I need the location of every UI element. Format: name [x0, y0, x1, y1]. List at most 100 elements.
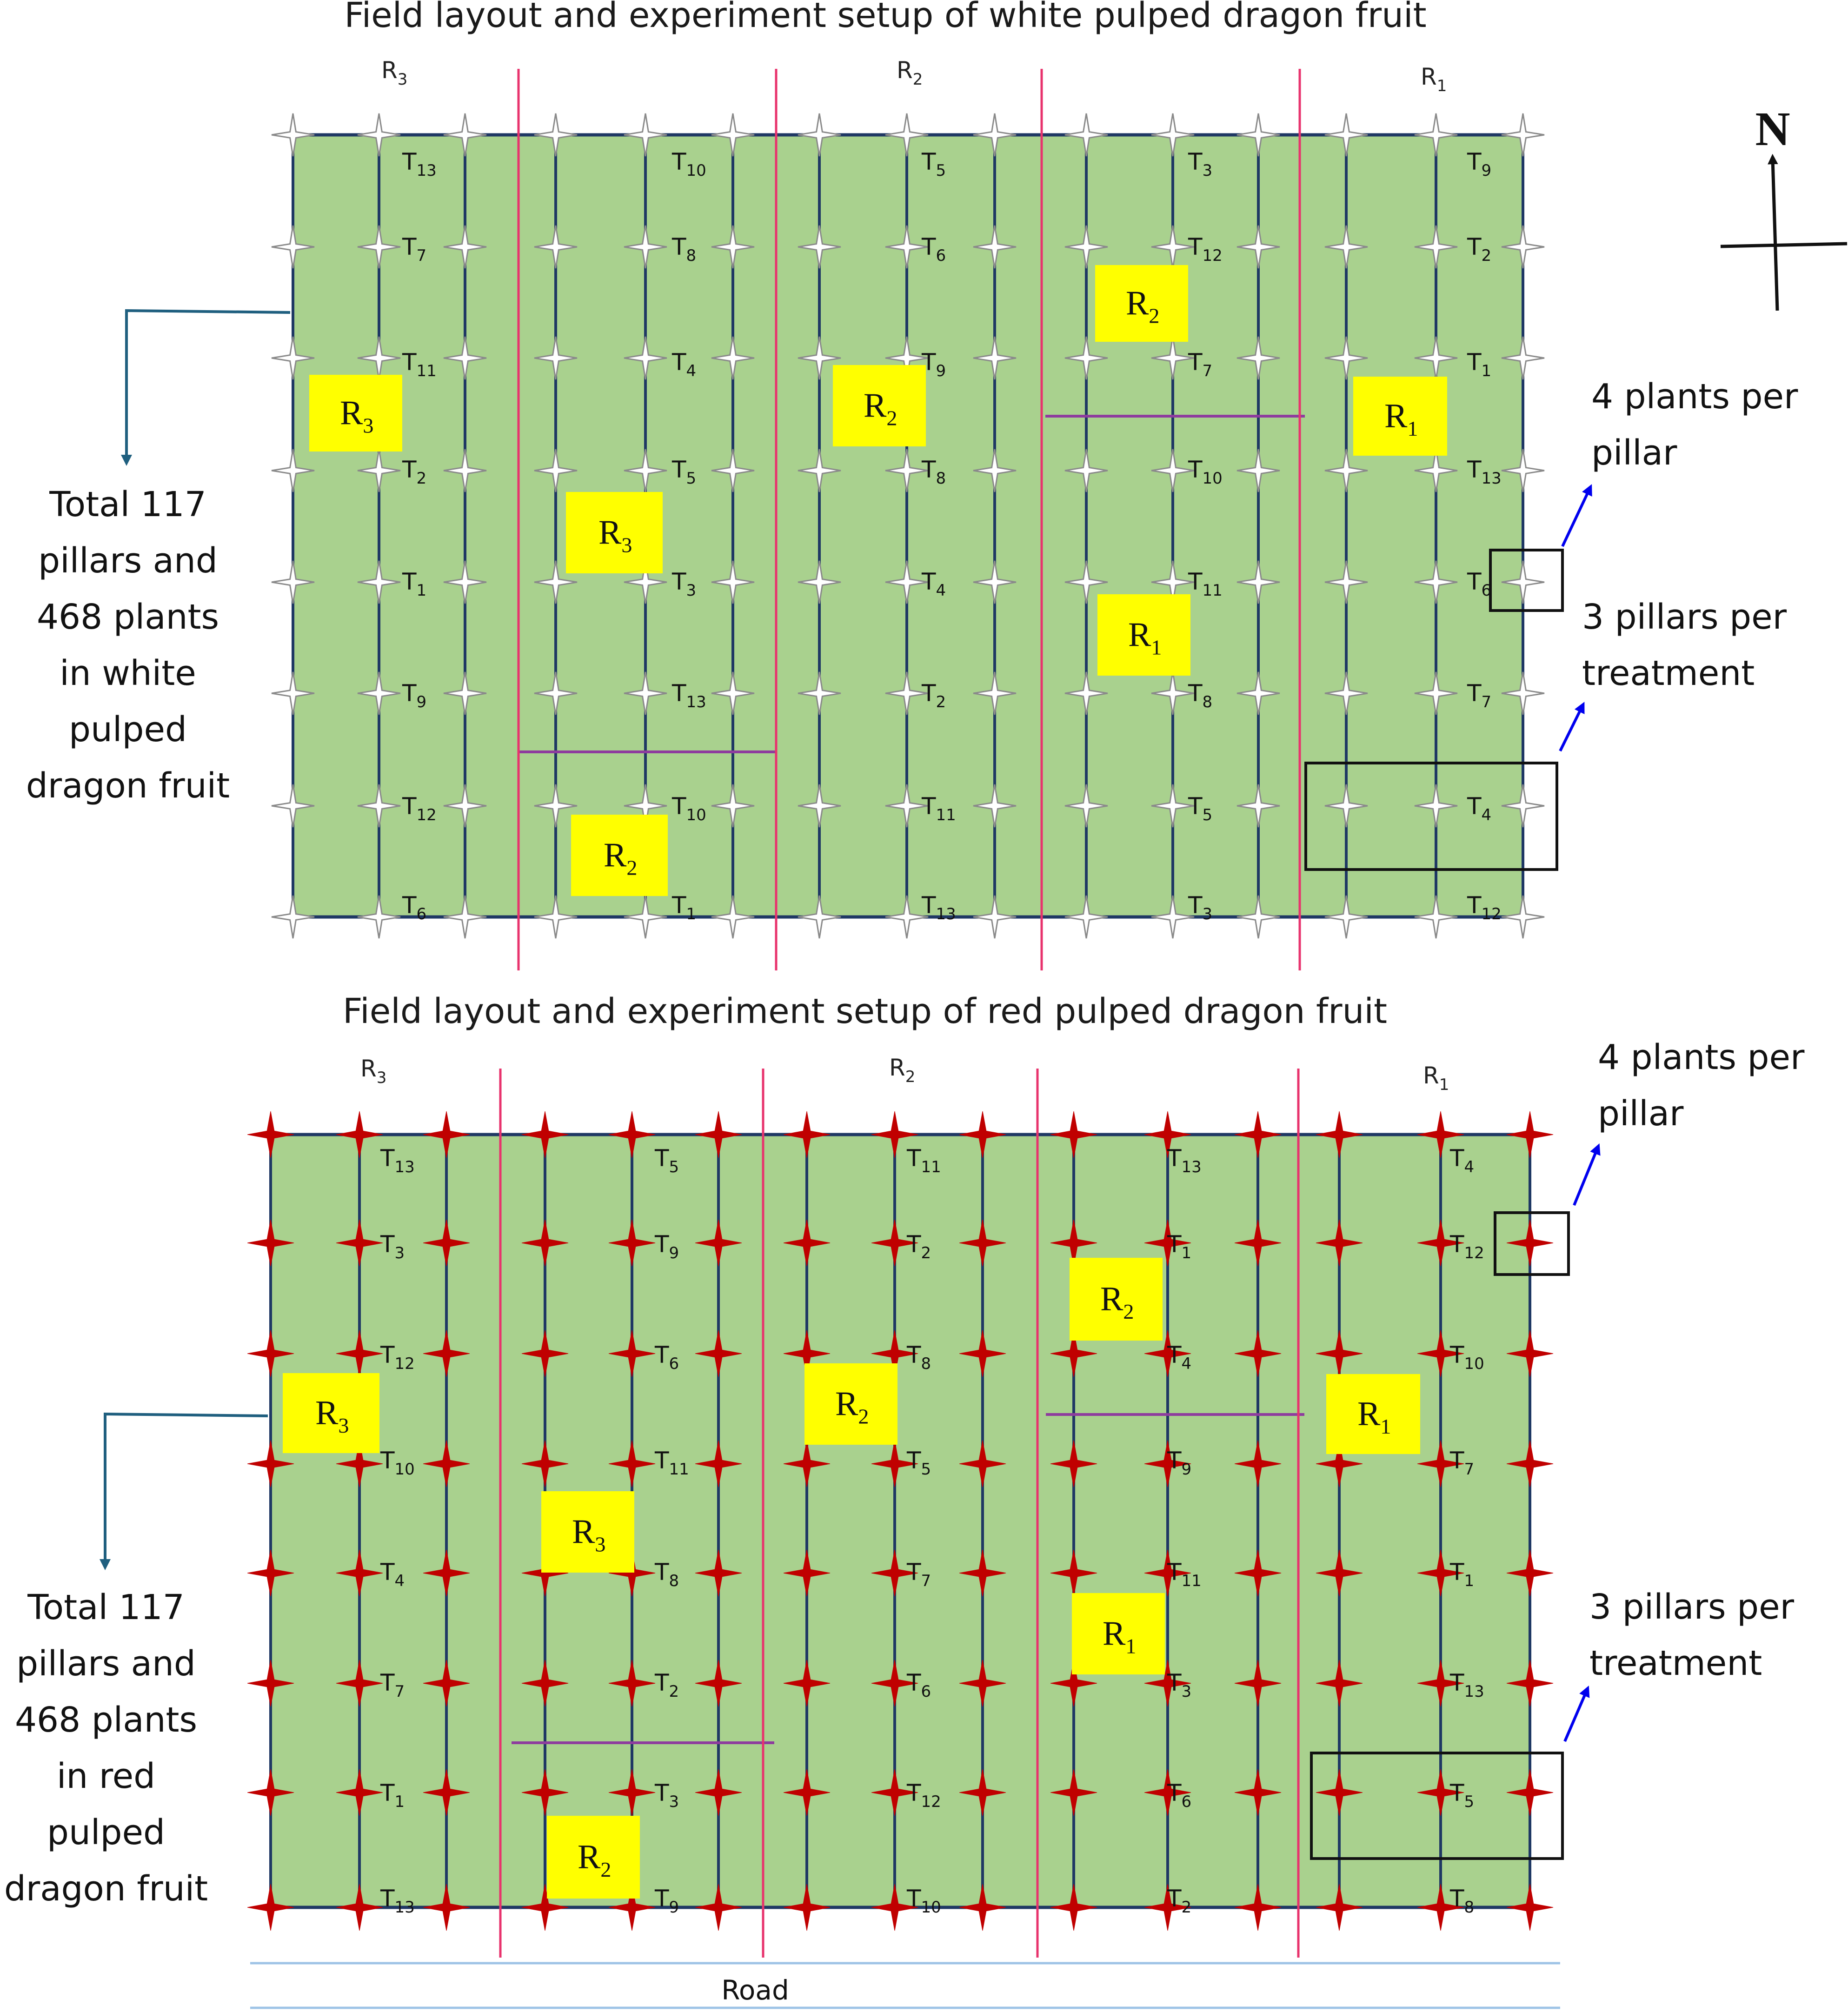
plants-note-line: pillar	[1598, 1094, 1684, 1134]
treatment-label-sub: 10	[395, 1460, 415, 1479]
four-point-star-outline-icon	[1064, 895, 1108, 939]
four-point-star-outline-icon	[1236, 784, 1280, 828]
four-point-star-outline-icon	[1501, 560, 1545, 604]
four-point-star-filled-icon	[1417, 1884, 1464, 1931]
four-point-star-outline-icon	[357, 671, 401, 715]
replication-badge-label-base: R	[1100, 1280, 1123, 1318]
treatment-label-sub: 12	[1464, 1244, 1484, 1262]
four-point-star-outline-icon	[1236, 225, 1280, 269]
treatment-label: T8	[671, 233, 696, 265]
treatment-label-base: T	[1467, 793, 1482, 820]
four-point-star-filled-icon	[336, 1549, 383, 1597]
replication-badge-label-sub: 2	[600, 1858, 611, 1881]
treatment-label-base: T	[1467, 148, 1482, 175]
treatment-label-sub: 3	[1203, 161, 1213, 180]
treatment-label-sub: 8	[921, 1355, 931, 1373]
four-point-star-outline-icon	[1501, 895, 1545, 939]
four-point-star-outline-icon	[1501, 784, 1545, 828]
four-point-star-filled-icon	[1234, 1660, 1282, 1707]
treatment-label-sub: 13	[686, 693, 706, 711]
replication-badge-label-base: R	[1384, 397, 1408, 435]
replication-badge-label-base: R	[340, 394, 363, 432]
replication-badge-box	[804, 1363, 897, 1445]
treatment-label-sub: 9	[417, 693, 427, 711]
four-point-star-filled-icon	[695, 1549, 742, 1597]
treatment-label-sub: 13	[1482, 469, 1502, 488]
four-point-star-filled-icon	[1234, 1769, 1282, 1816]
four-point-star-filled-icon	[1506, 1219, 1554, 1267]
four-point-star-filled-icon	[783, 1111, 831, 1158]
treatment-label: T13	[671, 680, 706, 711]
four-point-star-outline-icon	[1151, 113, 1195, 157]
treatment-label: T13	[1467, 456, 1502, 488]
road: Road	[250, 1962, 1560, 2009]
treatment-label: T5	[921, 148, 946, 180]
four-point-star-outline-icon	[1064, 671, 1108, 715]
treatment-label-sub: 7	[1203, 362, 1213, 380]
four-point-star-outline-icon	[443, 113, 487, 157]
replication-header-base: R	[1421, 63, 1437, 90]
treatment-label: T1	[1449, 1559, 1474, 1590]
four-point-star-filled-icon	[1316, 1549, 1363, 1597]
four-point-star-filled-icon	[423, 1219, 470, 1267]
treatment-label-base: T	[921, 568, 936, 595]
treatment-label-base: T	[402, 148, 417, 175]
pointer-arrow	[1559, 702, 1585, 752]
treatment-label-sub: 7	[395, 1682, 405, 1701]
treatment-label-sub: 5	[669, 1158, 679, 1176]
four-point-star-filled-icon	[783, 1549, 831, 1597]
four-point-star-outline-icon	[271, 225, 315, 269]
pointer-arrow	[1573, 1143, 1601, 1206]
treatment-label-base: T	[380, 1780, 395, 1806]
compass-north-label: N	[1755, 102, 1790, 156]
treatment-label-base: T	[1449, 1780, 1464, 1806]
replication-badge: R1	[1097, 594, 1190, 676]
total-note-line: pillars and	[38, 541, 218, 581]
treatment-label: T2	[654, 1669, 679, 1701]
four-point-star-outline-icon	[1236, 671, 1280, 715]
treatment-label-base: T	[1449, 1341, 1464, 1368]
treatment-label-sub: 1	[1482, 362, 1492, 380]
treatment-label-sub: 13	[1182, 1158, 1202, 1176]
panels-layer: Field layout and experiment setup of whi…	[4, 0, 1805, 1958]
four-point-star-filled-icon	[423, 1549, 470, 1597]
treatment-label-base: T	[1449, 1231, 1464, 1258]
treatment-label-base: T	[402, 680, 417, 707]
total-note-line: Total 117	[27, 1587, 185, 1627]
four-point-star-outline-icon	[271, 895, 315, 939]
treatment-label-sub: 6	[936, 246, 946, 265]
four-point-star-outline-icon	[443, 449, 487, 492]
replication-badge-box	[309, 375, 402, 452]
four-point-star-outline-icon	[973, 113, 1017, 157]
four-point-star-filled-icon	[608, 1219, 656, 1267]
road-label: Road	[721, 1974, 789, 2006]
pointer-arrow	[1561, 484, 1592, 547]
treatment-label-base: T	[402, 456, 417, 483]
treatment-label-base: T	[1167, 1231, 1182, 1258]
replication-badge-box	[1095, 265, 1188, 342]
treatment-label-sub: 13	[936, 905, 956, 923]
four-point-star-filled-icon	[1417, 1769, 1464, 1816]
treatment-label-base: T	[906, 1669, 921, 1696]
replication-badge: R3	[309, 375, 402, 452]
treatment-label-base: T	[1188, 148, 1203, 175]
four-point-star-outline-icon	[711, 336, 755, 380]
replication-badge-label-base: R	[864, 387, 887, 425]
replication-badge-label-sub: 2	[626, 856, 637, 880]
four-point-star-filled-icon	[1316, 1769, 1363, 1816]
replication-badge-label-sub: 1	[1125, 1634, 1136, 1658]
treatment-label-base: T	[921, 793, 936, 820]
four-point-star-filled-icon	[1050, 1660, 1097, 1707]
replication-header: R3	[381, 57, 407, 89]
replication-badge-label-sub: 3	[363, 414, 373, 438]
four-point-star-filled-icon	[247, 1219, 294, 1267]
treatment-label: T13	[1449, 1669, 1484, 1701]
four-point-star-outline-icon	[1414, 895, 1458, 939]
treatment-label: T8	[921, 456, 946, 488]
four-point-star-outline-icon	[798, 336, 841, 380]
four-point-star-filled-icon	[783, 1219, 831, 1267]
treatment-label-sub: 10	[921, 1898, 941, 1917]
treatment-label-base: T	[906, 1780, 921, 1806]
replication-header-base: R	[897, 57, 913, 84]
replication-badge-label-base: R	[578, 1838, 601, 1876]
